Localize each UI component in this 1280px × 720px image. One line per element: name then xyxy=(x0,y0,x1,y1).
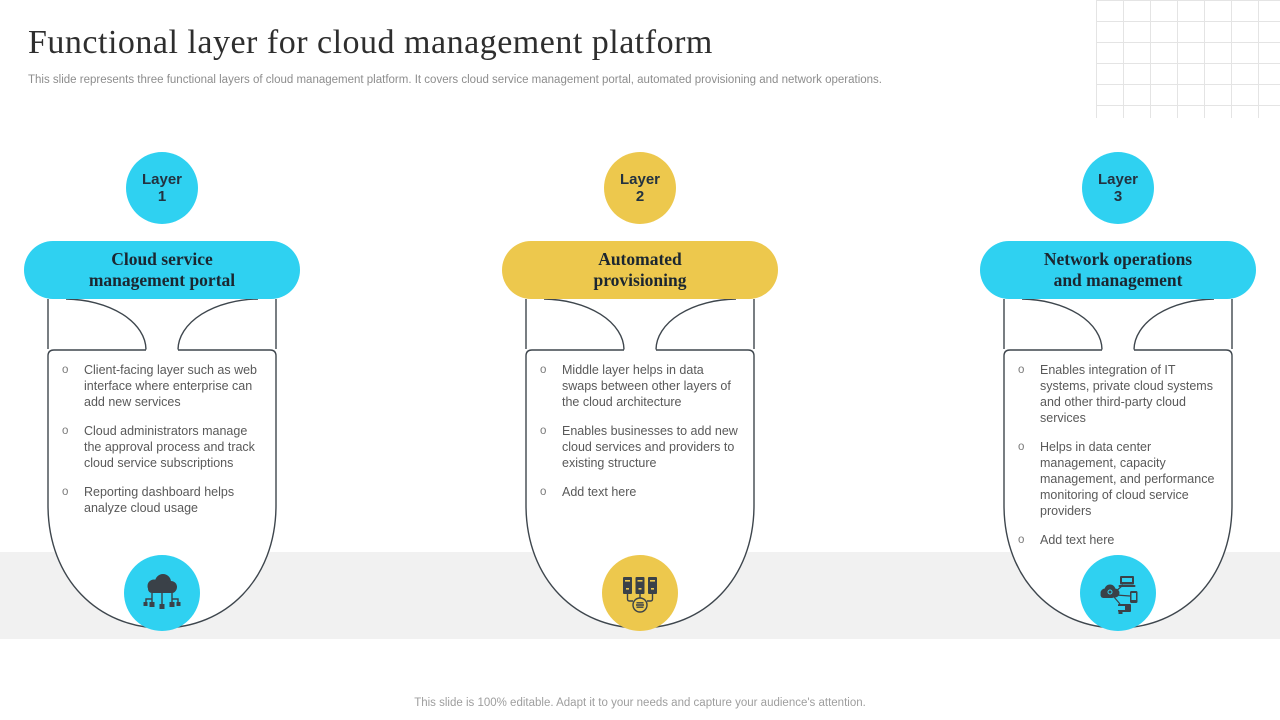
neck-lines-3 xyxy=(1003,299,1233,349)
column-1-header: Cloud service management portal xyxy=(24,241,300,299)
bullet-marker: o xyxy=(1018,534,1025,546)
bullet-item: o Enables integration of IT systems, priv… xyxy=(1016,362,1222,426)
bullet-marker: o xyxy=(540,364,547,376)
neck-curves-3 xyxy=(1021,298,1215,350)
column-1-bullet-list: o Client-facing layer such as web interfa… xyxy=(60,362,266,529)
column-3-icon-circle xyxy=(1080,555,1156,631)
layer-1-badge: Layer 1 xyxy=(126,152,198,224)
cloud-network-icon xyxy=(143,574,181,609)
bullet-marker: o xyxy=(540,486,547,498)
neck-curves-2 xyxy=(543,298,737,350)
bullet-item: o Helps in data center management, capaci… xyxy=(1016,439,1222,519)
layer-2-badge: Layer 2 xyxy=(604,152,676,224)
bullet-text: Reporting dashboard helps analyze cloud … xyxy=(84,485,235,515)
neck-curves-1 xyxy=(65,298,259,350)
layer-3-badge: Layer 3 xyxy=(1082,152,1154,224)
slide-subtitle: This slide represents three functional l… xyxy=(28,74,883,86)
bullet-item: o Cloud administrators manage the approva… xyxy=(60,423,266,471)
cloud-devices-icon xyxy=(1100,576,1138,614)
bullet-text: Enables integration of IT systems, priva… xyxy=(1040,363,1213,425)
bullet-text: Middle layer helps in data swaps between… xyxy=(562,363,731,409)
bullet-text: Add text here xyxy=(562,485,637,499)
footer-note: This slide is 100% editable. Adapt it to… xyxy=(414,697,866,709)
column-3-header: Network operations and management xyxy=(980,241,1256,299)
server-stack-icon xyxy=(623,577,657,613)
bullet-item: o Add text here xyxy=(538,484,744,500)
bullet-text: Enables businesses to add new cloud serv… xyxy=(562,424,738,470)
bullet-text: Client-facing layer such as web interfac… xyxy=(84,363,257,409)
bullet-text: Add text here xyxy=(1040,533,1115,547)
bullet-marker: o xyxy=(1018,364,1025,376)
bullet-item: o Client-facing layer such as web interfa… xyxy=(60,362,266,410)
bullet-item: o Middle layer helps in data swaps betwee… xyxy=(538,362,744,410)
bullet-item: o Reporting dashboard helps analyze cloud… xyxy=(60,484,266,516)
bullet-marker: o xyxy=(1018,441,1025,453)
column-2-bullet-list: o Middle layer helps in data swaps betwee… xyxy=(538,362,744,513)
bullet-text: Helps in data center management, capacit… xyxy=(1040,440,1215,518)
bullet-item: o Enables businesses to add new cloud ser… xyxy=(538,423,744,471)
column-1-icon-circle xyxy=(124,555,200,631)
bullet-marker: o xyxy=(62,364,69,376)
column-2-header: Automated provisioning xyxy=(502,241,778,299)
column-2-icon-circle xyxy=(602,555,678,631)
bullet-item: o Add text here xyxy=(1016,532,1222,548)
bullet-marker: o xyxy=(62,486,69,498)
corner-grid-pattern xyxy=(1096,0,1280,118)
bullet-marker: o xyxy=(540,425,547,437)
page-title: Functional layer for cloud management pl… xyxy=(28,24,713,61)
bullet-text: Cloud administrators manage the approval… xyxy=(84,424,255,470)
bullet-marker: o xyxy=(62,425,69,437)
neck-lines-2 xyxy=(525,299,755,349)
neck-lines-1 xyxy=(47,299,277,349)
column-3-bullet-list: o Enables integration of IT systems, priv… xyxy=(1016,362,1222,561)
